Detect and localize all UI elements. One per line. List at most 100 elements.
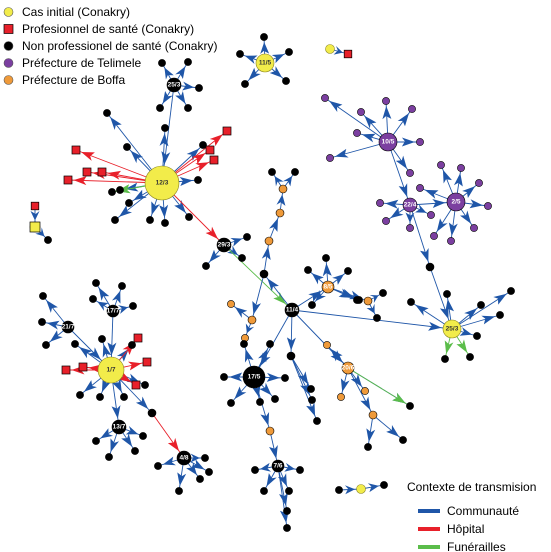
node-nonhealth bbox=[443, 290, 451, 298]
node-nonhealth bbox=[285, 48, 293, 56]
edge-community bbox=[261, 240, 271, 275]
node-date-label: 11/5 bbox=[259, 60, 272, 67]
node-telimele: 10/5 bbox=[378, 132, 398, 152]
node-nonhealth bbox=[251, 466, 259, 474]
node-health bbox=[78, 362, 88, 372]
legend-square-icon bbox=[3, 24, 14, 34]
legend-node-label: Non professionel de santé (Conakry) bbox=[22, 39, 217, 53]
node-telimele bbox=[475, 179, 483, 187]
node-nonhealth bbox=[406, 402, 414, 410]
node-date-label: 2/5 bbox=[451, 199, 460, 206]
legend-circle-icon bbox=[3, 41, 14, 51]
node-nonhealth: 17/7 bbox=[107, 304, 120, 318]
legend-circle-icon bbox=[3, 58, 14, 68]
node-date-label: 22/4 bbox=[404, 202, 417, 209]
node-telimele bbox=[406, 169, 414, 177]
edge-community bbox=[429, 266, 453, 330]
legend-line-icon bbox=[418, 509, 440, 513]
node-nonhealth bbox=[243, 233, 251, 241]
edge-community bbox=[372, 414, 404, 441]
node-undefined bbox=[466, 353, 474, 361]
node-nonhealth bbox=[313, 417, 321, 425]
legend-edge-item: Communauté bbox=[418, 504, 519, 518]
node-health bbox=[343, 49, 353, 59]
node-health bbox=[205, 145, 215, 155]
node-nonhealth bbox=[236, 50, 244, 58]
node-layer: 11/525/312/329/311/48/520/617/57/610/522… bbox=[29, 33, 515, 532]
legend-line-icon bbox=[418, 527, 440, 531]
node-date-label: 7/6 bbox=[273, 463, 282, 470]
node-telimele bbox=[408, 105, 416, 113]
node-legend: Cas initial (Conakry)Profesionnel de san… bbox=[3, 5, 217, 87]
node-nonhealth bbox=[184, 58, 192, 66]
node-nonhealth bbox=[199, 141, 207, 149]
node-nonhealth bbox=[128, 341, 136, 349]
node-nonhealth bbox=[259, 269, 269, 279]
node-nonhealth: 17/5 bbox=[242, 365, 266, 389]
node-telimele bbox=[416, 138, 424, 146]
node-nonhealth: 29/3 bbox=[216, 237, 232, 253]
edge-layer bbox=[30, 36, 512, 529]
node-boffa: 8/5 bbox=[321, 280, 335, 294]
node-health bbox=[131, 380, 141, 390]
node-nonhealth: 21/7 bbox=[62, 320, 75, 334]
node-date-label: 21/7 bbox=[62, 324, 75, 331]
legend-edge-label: Hôpital bbox=[447, 522, 484, 536]
node-boffa bbox=[275, 208, 285, 218]
node-undefined bbox=[441, 355, 449, 363]
node-nonhealth bbox=[161, 219, 169, 227]
node-boffa bbox=[337, 393, 345, 401]
node-nonhealth bbox=[283, 507, 291, 515]
node-nonhealth bbox=[146, 216, 154, 224]
node-boffa bbox=[323, 341, 331, 349]
legend-circle-icon bbox=[3, 75, 14, 85]
node-boffa bbox=[247, 315, 257, 325]
node-health bbox=[71, 145, 81, 155]
node-initial bbox=[325, 44, 335, 54]
node-nonhealth bbox=[195, 84, 203, 92]
node-nonhealth bbox=[380, 481, 388, 489]
node-health bbox=[97, 167, 107, 177]
node-nonhealth bbox=[220, 373, 228, 381]
node-nonhealth bbox=[44, 236, 52, 244]
node-telimele: 2/5 bbox=[446, 192, 466, 212]
node-nonhealth bbox=[240, 340, 248, 348]
node-date-label: 10/5 bbox=[382, 139, 395, 146]
node-nonhealth bbox=[184, 104, 192, 112]
node-date-label: 17/7 bbox=[107, 308, 120, 315]
legend-edge-label: Communauté bbox=[447, 504, 519, 518]
node-nonhealth bbox=[175, 487, 183, 495]
node-nonhealth bbox=[283, 524, 291, 532]
node-boffa bbox=[368, 410, 378, 420]
node-date-label: 25/3 bbox=[446, 326, 459, 333]
node-nonhealth bbox=[139, 432, 147, 440]
node-nonhealth bbox=[89, 295, 97, 303]
legend-edge-item: Hôpital bbox=[418, 522, 484, 536]
node-date-label: 20/6 bbox=[342, 365, 355, 372]
node-health bbox=[133, 333, 143, 343]
node-telimele bbox=[382, 217, 390, 225]
node-telimele bbox=[470, 224, 478, 232]
edge-community bbox=[263, 273, 293, 311]
node-nonhealth bbox=[129, 302, 137, 310]
legend-node-item: Préfecture de Boffa bbox=[3, 73, 126, 87]
node-date-label: 8/5 bbox=[323, 284, 332, 291]
legend-node-item: Profesionnel de santé (Conakry) bbox=[3, 22, 194, 36]
node-nonhealth bbox=[147, 408, 157, 418]
node-nonhealth bbox=[241, 80, 249, 88]
edge-hospital bbox=[151, 412, 185, 459]
node-nonhealth bbox=[92, 437, 100, 445]
edge-community bbox=[291, 309, 453, 331]
node-nonhealth bbox=[304, 266, 312, 274]
node-nonhealth bbox=[118, 282, 126, 290]
node-nonhealth bbox=[156, 104, 164, 112]
node-date-label: 4/8 bbox=[179, 455, 188, 462]
node-nonhealth bbox=[141, 381, 149, 389]
node-nonhealth bbox=[111, 216, 119, 224]
node-telimele bbox=[416, 184, 424, 192]
node-boffa bbox=[265, 426, 275, 436]
node-nonhealth bbox=[38, 318, 46, 326]
node-nonhealth bbox=[238, 254, 246, 262]
node-telimele bbox=[447, 237, 455, 245]
node-initial: 11/5 bbox=[255, 53, 275, 73]
